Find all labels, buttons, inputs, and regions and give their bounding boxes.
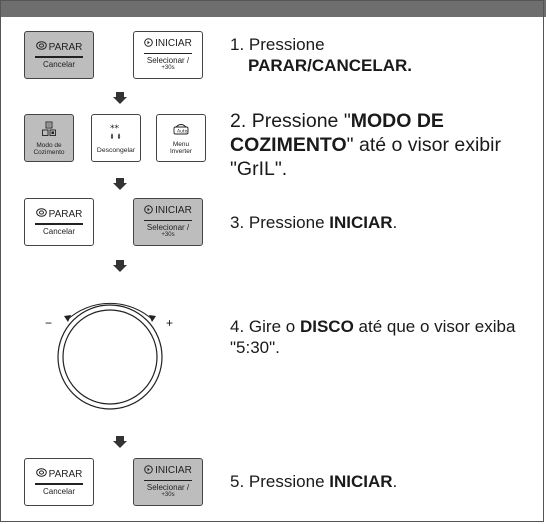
auto-tag: Auto bbox=[177, 128, 188, 134]
select-label: Selecionar / bbox=[146, 483, 190, 493]
start-key[interactable]: INICIAR Selecionar / +30s bbox=[133, 458, 203, 506]
key-divider bbox=[35, 483, 83, 485]
start-label: INICIAR bbox=[155, 205, 192, 217]
dial-minus-label: − bbox=[45, 316, 53, 330]
plus-30s-label: +30s bbox=[161, 65, 175, 72]
defrost-label: Descongelar bbox=[96, 147, 136, 154]
down-arrow-icon bbox=[113, 260, 127, 272]
start-key[interactable]: INICIAR Selecionar / +30s bbox=[133, 31, 203, 79]
auto-pot-icon: Auto bbox=[171, 122, 191, 141]
key-divider bbox=[144, 479, 192, 482]
key-divider bbox=[144, 219, 192, 222]
stop-label: PARAR bbox=[48, 468, 83, 480]
step-4-text: 4. Gire o DISCO até que o visor exiba "5… bbox=[230, 317, 516, 357]
key-divider bbox=[35, 223, 83, 225]
svg-text:**: ** bbox=[110, 124, 120, 134]
down-arrow-icon bbox=[113, 178, 127, 190]
cancel-label: Cancelar bbox=[42, 59, 75, 69]
stop-label: PARAR bbox=[48, 41, 83, 53]
inverter-label: Inverter bbox=[169, 147, 193, 155]
start-key[interactable]: INICIAR Selecionar / +30s bbox=[133, 198, 203, 246]
start-label: INICIAR bbox=[155, 38, 192, 50]
key-divider bbox=[144, 52, 192, 55]
defrost-icon: ** bbox=[106, 122, 126, 147]
step-5-text: 5. Pressione INICIAR. bbox=[230, 472, 398, 491]
top-bar bbox=[0, 0, 546, 17]
cooking-mode-key[interactable]: Modo de Cozimento bbox=[24, 114, 74, 162]
cooking-mode-line2: Cozimento bbox=[33, 148, 65, 156]
stop-label: PARAR bbox=[48, 208, 83, 220]
stop-cancel-key[interactable]: PARAR Cancelar bbox=[24, 458, 94, 506]
start-icon bbox=[144, 464, 153, 478]
stop-icon bbox=[35, 208, 47, 221]
plus-30s-label: +30s bbox=[161, 492, 175, 499]
dial-plus-label: + bbox=[166, 316, 174, 330]
cancel-label: Cancelar bbox=[42, 226, 75, 236]
cooking-mode-icon bbox=[41, 121, 57, 142]
start-icon bbox=[144, 37, 153, 51]
down-arrow-icon bbox=[113, 92, 127, 104]
step-2-text: 2. Pressione "MODO DE COZIMENTO" até o v… bbox=[230, 110, 501, 180]
step-3-text: 3. Pressione INICIAR. bbox=[230, 213, 398, 232]
step-1-text: 1. Pressione PARAR/CANCELAR. bbox=[230, 35, 413, 75]
inverter-menu-key[interactable]: Auto Menu Inverter bbox=[156, 114, 206, 162]
plus-30s-label: +30s bbox=[161, 232, 175, 239]
defrost-key[interactable]: ** Descongelar bbox=[91, 114, 141, 162]
menu-label: Menu bbox=[172, 140, 190, 148]
stop-icon bbox=[35, 41, 47, 54]
select-label: Selecionar / bbox=[146, 56, 190, 66]
stop-cancel-key[interactable]: PARAR Cancelar bbox=[24, 31, 94, 79]
start-icon bbox=[144, 204, 153, 218]
select-label: Selecionar / bbox=[146, 223, 190, 233]
stop-icon bbox=[35, 468, 47, 481]
stop-cancel-key[interactable]: PARAR Cancelar bbox=[24, 198, 94, 246]
cancel-label: Cancelar bbox=[42, 486, 75, 496]
dial-knob[interactable]: − + bbox=[40, 275, 180, 410]
down-arrow-icon bbox=[113, 436, 127, 448]
start-label: INICIAR bbox=[155, 465, 192, 477]
key-divider bbox=[35, 56, 83, 58]
cooking-mode-line1: Modo de bbox=[36, 141, 62, 149]
